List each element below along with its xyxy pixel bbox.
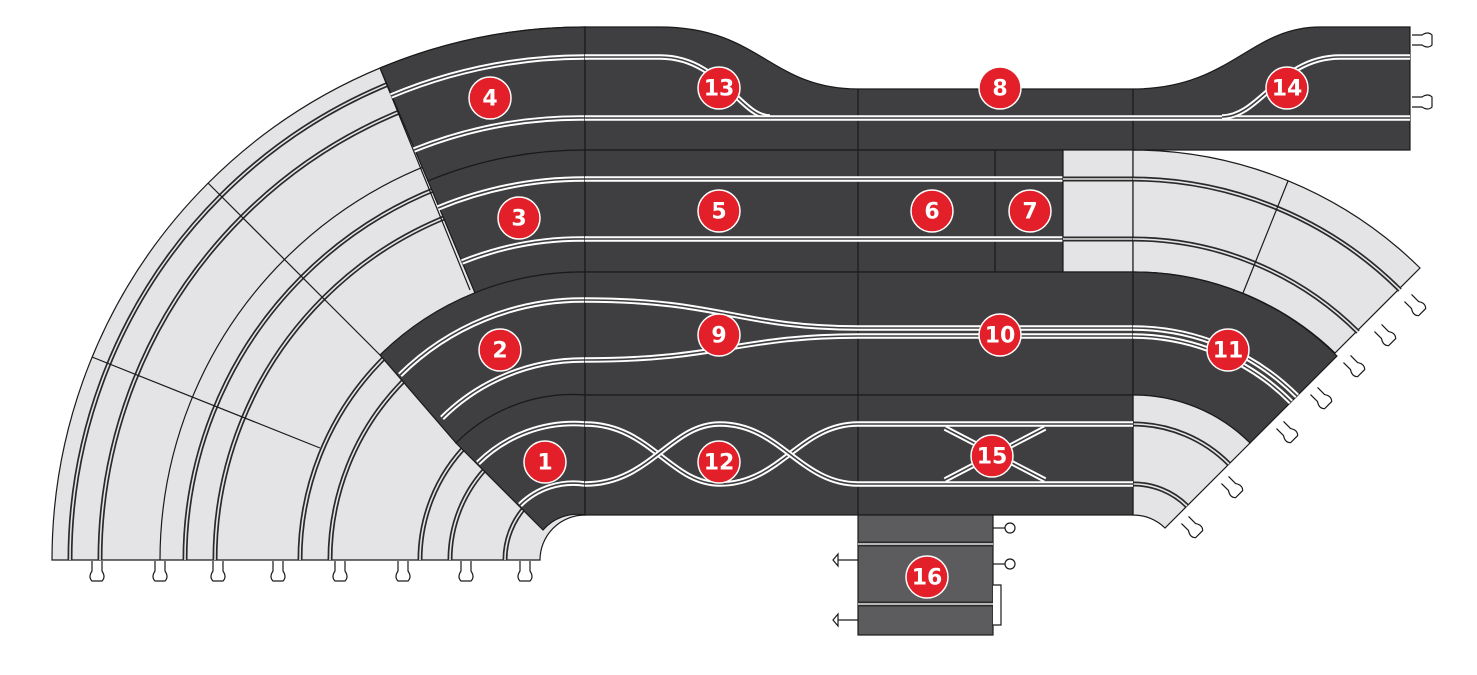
badge-piece-2: 2 bbox=[478, 328, 522, 372]
badge-label: 7 bbox=[1022, 200, 1037, 225]
badge-circle bbox=[1265, 66, 1309, 110]
badge-piece-7: 7 bbox=[1008, 189, 1052, 233]
connector-tab bbox=[517, 561, 533, 582]
badge-piece-15: 15 bbox=[970, 434, 1014, 478]
connector-tab bbox=[1404, 294, 1427, 317]
badge-label: 9 bbox=[711, 324, 726, 349]
badge-circle bbox=[1008, 189, 1052, 233]
badge-label: 14 bbox=[1272, 77, 1303, 102]
badge-label: 8 bbox=[992, 77, 1007, 102]
badge-piece-9: 9 bbox=[697, 313, 741, 357]
right-lower-curve bbox=[1132, 394, 1251, 529]
badge-label: 16 bbox=[912, 566, 943, 591]
curve-piece-1 bbox=[455, 393, 586, 531]
badge-piece-13: 13 bbox=[697, 66, 741, 110]
badge-label: 1 bbox=[537, 451, 552, 476]
badge-label: 11 bbox=[1213, 339, 1244, 364]
badge-circle bbox=[905, 555, 949, 599]
badge-piece-6: 6 bbox=[910, 189, 954, 233]
connector-tab bbox=[89, 561, 105, 582]
badge-circle bbox=[910, 189, 954, 233]
badge-piece-4: 4 bbox=[468, 76, 512, 120]
badge-label: 5 bbox=[711, 200, 726, 225]
badge-circle bbox=[697, 313, 741, 357]
badge-piece-3: 3 bbox=[497, 196, 541, 240]
connector-tab bbox=[152, 561, 168, 582]
badge-piece-1: 1 bbox=[523, 440, 567, 484]
badge-piece-5: 5 bbox=[697, 189, 741, 233]
badge-piece-12: 12 bbox=[697, 440, 741, 484]
badge-label: 2 bbox=[492, 339, 507, 364]
connector-piece-16 bbox=[832, 514, 1016, 636]
badge-circle bbox=[523, 440, 567, 484]
badge-circle bbox=[1206, 328, 1250, 372]
badge-circle bbox=[697, 440, 741, 484]
badge-circle bbox=[978, 66, 1022, 110]
badge-label: 10 bbox=[985, 324, 1016, 349]
connector-tab bbox=[1412, 94, 1433, 110]
connector-tab bbox=[1221, 476, 1244, 499]
connector-tab bbox=[1181, 516, 1204, 539]
connector-tabs bbox=[89, 32, 1433, 582]
badge-circle bbox=[478, 328, 522, 372]
connector-tab bbox=[332, 561, 348, 582]
connector-tab bbox=[270, 561, 286, 582]
connector-tab bbox=[1374, 324, 1397, 347]
connector-tab bbox=[395, 561, 411, 582]
connector-tab bbox=[1276, 421, 1299, 444]
connector-tab bbox=[1343, 355, 1366, 378]
badge-circle bbox=[697, 66, 741, 110]
badge-circle bbox=[468, 76, 512, 120]
badge-circle bbox=[697, 189, 741, 233]
badge-circle bbox=[970, 434, 1014, 478]
connector-tab bbox=[1412, 32, 1433, 48]
badge-label: 15 bbox=[977, 445, 1008, 470]
badge-piece-11: 11 bbox=[1206, 328, 1250, 372]
badge-piece-16: 16 bbox=[905, 555, 949, 599]
badge-circle bbox=[497, 196, 541, 240]
badge-piece-10: 10 bbox=[978, 313, 1022, 357]
connector-tab bbox=[458, 561, 474, 582]
second-row bbox=[584, 149, 1134, 273]
bottom-row bbox=[584, 394, 1134, 516]
badge-label: 6 bbox=[924, 200, 939, 225]
right-upper-curve bbox=[1132, 149, 1421, 354]
badge-piece-14: 14 bbox=[1265, 66, 1309, 110]
badge-label: 4 bbox=[482, 87, 497, 112]
badge-label: 12 bbox=[704, 451, 735, 476]
connector-tab bbox=[210, 561, 226, 582]
badge-label: 3 bbox=[511, 207, 526, 232]
badge-label: 13 bbox=[704, 77, 735, 102]
badge-circle bbox=[978, 313, 1022, 357]
badge-piece-8: 8 bbox=[978, 66, 1022, 110]
connector-tab bbox=[1310, 387, 1333, 410]
